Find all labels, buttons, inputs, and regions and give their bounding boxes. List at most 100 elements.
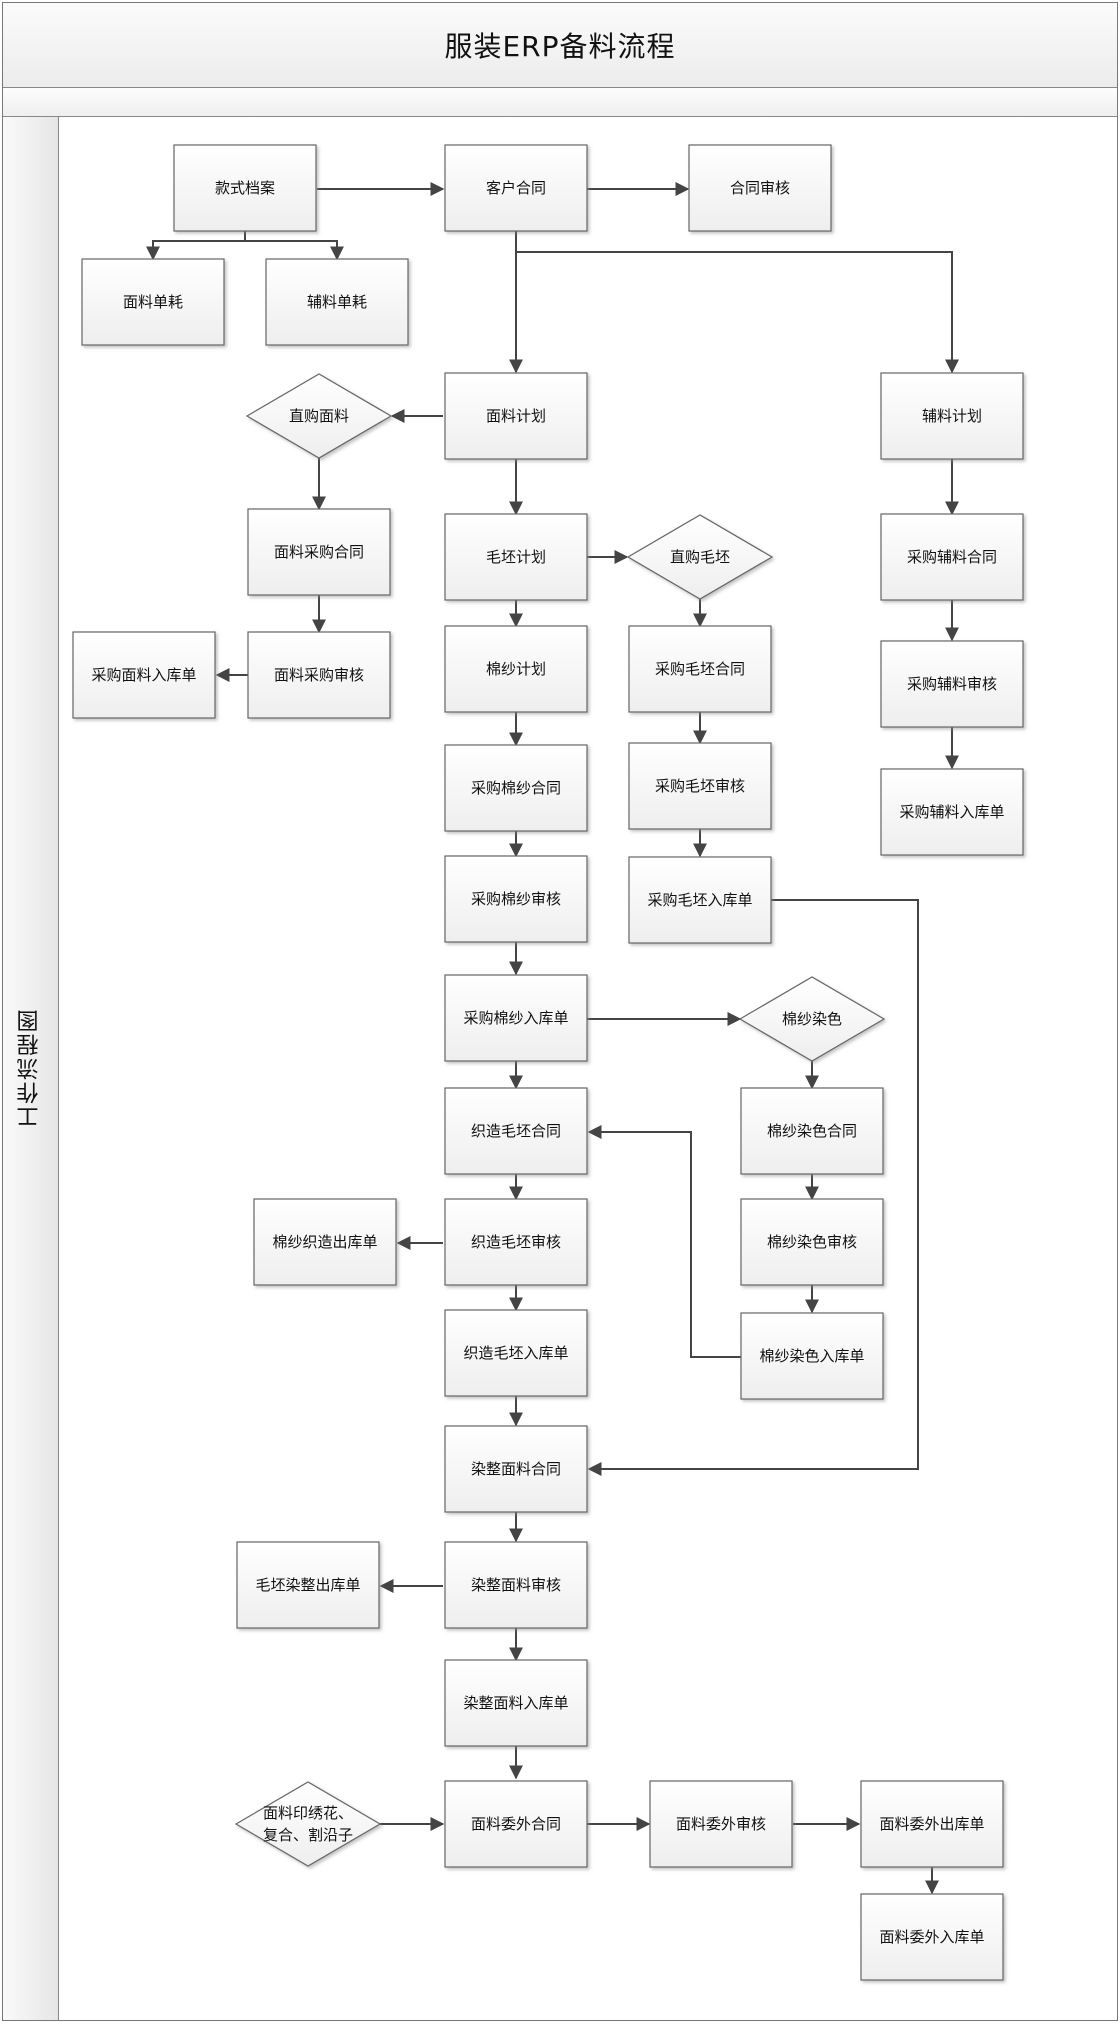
decision-diamond: [245, 373, 393, 459]
node-label-line1: 面料印绣花、: [263, 1804, 353, 1822]
process-box: [740, 1312, 884, 1400]
node-label: 面料委外审核: [676, 1815, 766, 1833]
process-box: [444, 372, 588, 460]
edge-dye-in-to-weave-c: [587, 1125, 741, 1358]
node-dye-c: 棉纱染色合同: [740, 1087, 884, 1175]
flow-nodes: 款式档案客户合同合同审核面料单耗辅料单耗面料计划辅料计划直购面料面料采购合同面料…: [72, 144, 1024, 1981]
process-box: [444, 1659, 588, 1747]
process-box: [444, 744, 588, 832]
node-finish-in: 染整面料入库单: [444, 1659, 588, 1747]
node-label: 面料采购审核: [274, 666, 364, 684]
process-box: [444, 1541, 588, 1629]
process-box: [628, 625, 772, 713]
node-yarn-plan: 棉纱计划: [444, 625, 588, 713]
node-label: 采购辅料入库单: [899, 803, 1004, 821]
node-finish-a: 染整面料审核: [444, 1541, 588, 1629]
node-yarn-in: 采购棉纱入库单: [444, 974, 588, 1062]
process-box: [444, 1087, 588, 1175]
node-dye-in: 棉纱染色入库单: [740, 1312, 884, 1400]
node-label: 采购毛坯合同: [655, 660, 745, 678]
node-label: 面料委外合同: [471, 1815, 561, 1833]
process-box: [740, 1198, 884, 1286]
node-fabric-plan: 面料计划: [444, 372, 588, 460]
process-box: [444, 1198, 588, 1286]
node-label: 款式档案: [215, 179, 275, 197]
process-box: [444, 1309, 588, 1397]
node-finish-c: 染整面料合同: [444, 1425, 588, 1513]
process-box: [265, 258, 409, 346]
node-yarn-weave-out: 棉纱织造出库单: [253, 1198, 397, 1286]
node-label: 采购棉纱审核: [471, 890, 561, 908]
node-label: 毛坯染整出库单: [255, 1576, 360, 1594]
process-box: [880, 768, 1024, 856]
node-weave-c: 织造毛坯合同: [444, 1087, 588, 1175]
node-label: 面料委外入库单: [879, 1928, 984, 1946]
node-dye-a: 棉纱染色审核: [740, 1198, 884, 1286]
decision-diamond: [234, 1781, 382, 1867]
process-box: [72, 631, 216, 719]
node-label: 直购毛坯: [670, 548, 730, 566]
node-label: 辅料计划: [922, 407, 982, 425]
node-direct-fabric: 直购面料: [245, 373, 393, 459]
process-box: [444, 625, 588, 713]
node-weave-a: 织造毛坯审核: [444, 1198, 588, 1286]
node-label-line2: 复合、割沿子: [263, 1826, 353, 1844]
process-box: [444, 513, 588, 601]
edge-gb-in-to-finish-c: [587, 899, 919, 1476]
node-fabric-in: 采购面料入库单: [72, 631, 216, 719]
process-box: [247, 631, 391, 719]
node-label: 客户合同: [486, 179, 546, 197]
process-box: [173, 144, 317, 232]
node-contract-audit: 合同审核: [688, 144, 832, 232]
process-box: [247, 508, 391, 596]
node-label: 采购棉纱合同: [471, 779, 561, 797]
node-label: 织造毛坯入库单: [463, 1344, 568, 1362]
node-label: 染整面料入库单: [463, 1694, 568, 1712]
process-box: [880, 640, 1024, 728]
edge-style-to-fabric-unit: [146, 231, 246, 261]
node-label: 染整面料合同: [471, 1460, 561, 1478]
process-box: [688, 144, 832, 232]
process-box: [880, 513, 1024, 601]
decision-diamond: [626, 514, 774, 600]
node-label: 棉纱染色: [782, 1010, 842, 1028]
node-label: 直购面料: [289, 407, 349, 425]
node-label: 棉纱织造出库单: [272, 1233, 377, 1251]
node-out-a: 面料委外审核: [649, 1780, 793, 1868]
node-direct-gb: 直购毛坯: [626, 514, 774, 600]
process-box: [628, 856, 772, 944]
swimlane-header: 工作流程图: [3, 117, 59, 2020]
node-out-in: 面料委外入库单: [860, 1893, 1004, 1981]
process-box: [860, 1780, 1004, 1868]
node-label: 采购辅料合同: [907, 548, 997, 566]
node-label: 棉纱染色审核: [767, 1233, 857, 1251]
node-label: 合同审核: [730, 179, 790, 197]
process-box: [236, 1541, 380, 1629]
diagram-title: 服装ERP备料流程: [3, 3, 1117, 88]
node-out-out: 面料委外出库单: [860, 1780, 1004, 1868]
process-box: [880, 372, 1024, 460]
node-yarn-pc: 采购棉纱合同: [444, 744, 588, 832]
process-box: [253, 1198, 397, 1286]
node-gb-pa: 采购毛坯审核: [628, 742, 772, 830]
decision-diamond: [738, 976, 886, 1062]
process-box: [444, 1780, 588, 1868]
node-label: 采购毛坯审核: [655, 777, 745, 795]
connectors: [146, 182, 959, 1895]
node-label: 染整面料审核: [471, 1576, 561, 1594]
node-print: 面料印绣花、复合、割沿子: [234, 1781, 382, 1867]
node-gb-plan: 毛坯计划: [444, 513, 588, 601]
node-yarn-dye: 棉纱染色: [738, 976, 886, 1062]
node-contract: 客户合同: [444, 144, 588, 232]
node-fabric-pc: 面料采购合同: [247, 508, 391, 596]
node-gb-finish-out: 毛坯染整出库单: [236, 1541, 380, 1629]
node-acc-pa: 采购辅料审核: [880, 640, 1024, 728]
node-acc-plan: 辅料计划: [880, 372, 1024, 460]
node-out-c: 面料委外合同: [444, 1780, 588, 1868]
node-gb-in: 采购毛坯入库单: [628, 856, 772, 944]
node-label: 采购辅料审核: [907, 675, 997, 693]
node-style: 款式档案: [173, 144, 317, 232]
process-box: [444, 855, 588, 943]
node-weave-in: 织造毛坯入库单: [444, 1309, 588, 1397]
